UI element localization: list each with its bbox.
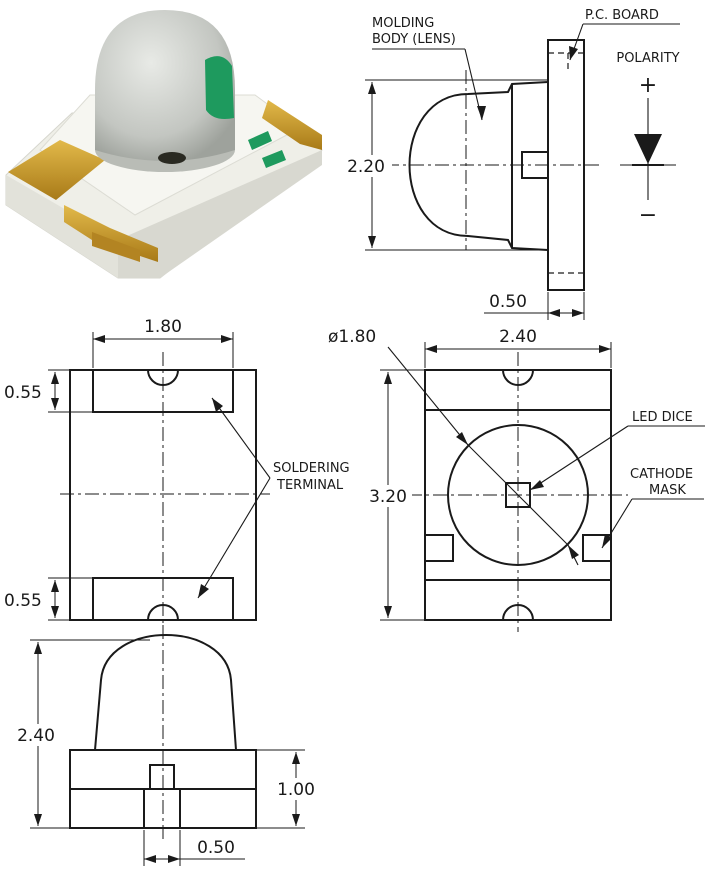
bottom-view: 1.80 0.55 0.55 SOLDERING TERMINAL [4,317,350,632]
dim-pad-bottom: 0.55 [4,591,42,611]
label-molding-body-line2: BODY (LENS) [372,32,456,47]
label-cathode-line1: CATHODE [630,467,693,482]
front-view: 2.40 1.00 0.50 [8,625,322,866]
dim-front-terminal-width: 0.50 [197,838,235,858]
lens-body-outline [408,81,549,251]
polarity-plus: + [639,73,657,98]
polarity-symbol: POLARITY + − [616,51,679,228]
side-view: 2.20 0.50 MOLDING BODY (LENS) P.C. BOARD [340,8,680,320]
label-cathode-line2: MASK [649,483,686,498]
top-view: 2.40 3.20 ø1.80 LED DICE CATHODE MASK [328,327,705,632]
bottom-terminal-hatch [424,579,612,621]
dim-side-height: 2.20 [347,157,385,177]
polarity-minus: − [639,203,657,228]
label-led-dice: LED DICE [632,410,693,425]
diode-triangle-icon [634,134,662,164]
front-lens-dome [94,634,237,751]
dim-top-width: 2.40 [499,327,537,347]
dim-board-thickness: 0.50 [489,292,527,312]
cathode-mark-right [582,534,612,562]
front-die [149,764,175,790]
dim-pad-top: 0.55 [4,383,42,403]
top-terminal-hatch [424,369,612,411]
label-polarity: POLARITY [616,51,679,66]
label-molding-body-line1: MOLDING [372,16,434,31]
dim-front-total-height: 2.40 [17,726,55,746]
top-solder-pad [92,369,234,413]
led-product-photo [5,10,323,279]
label-soldering-line1: SOLDERING [273,461,350,476]
dim-lens-diameter: ø1.80 [328,327,376,347]
label-pc-board: P.C. BOARD [585,8,659,23]
front-terminal [143,788,181,829]
cathode-mark-left [424,534,454,562]
dim-top-length: 3.20 [369,487,407,507]
label-soldering-line2: TERMINAL [276,478,344,493]
bottom-solder-pad [92,577,234,621]
dim-front-body-height: 1.00 [277,780,315,800]
dim-pad-width: 1.80 [144,317,182,337]
